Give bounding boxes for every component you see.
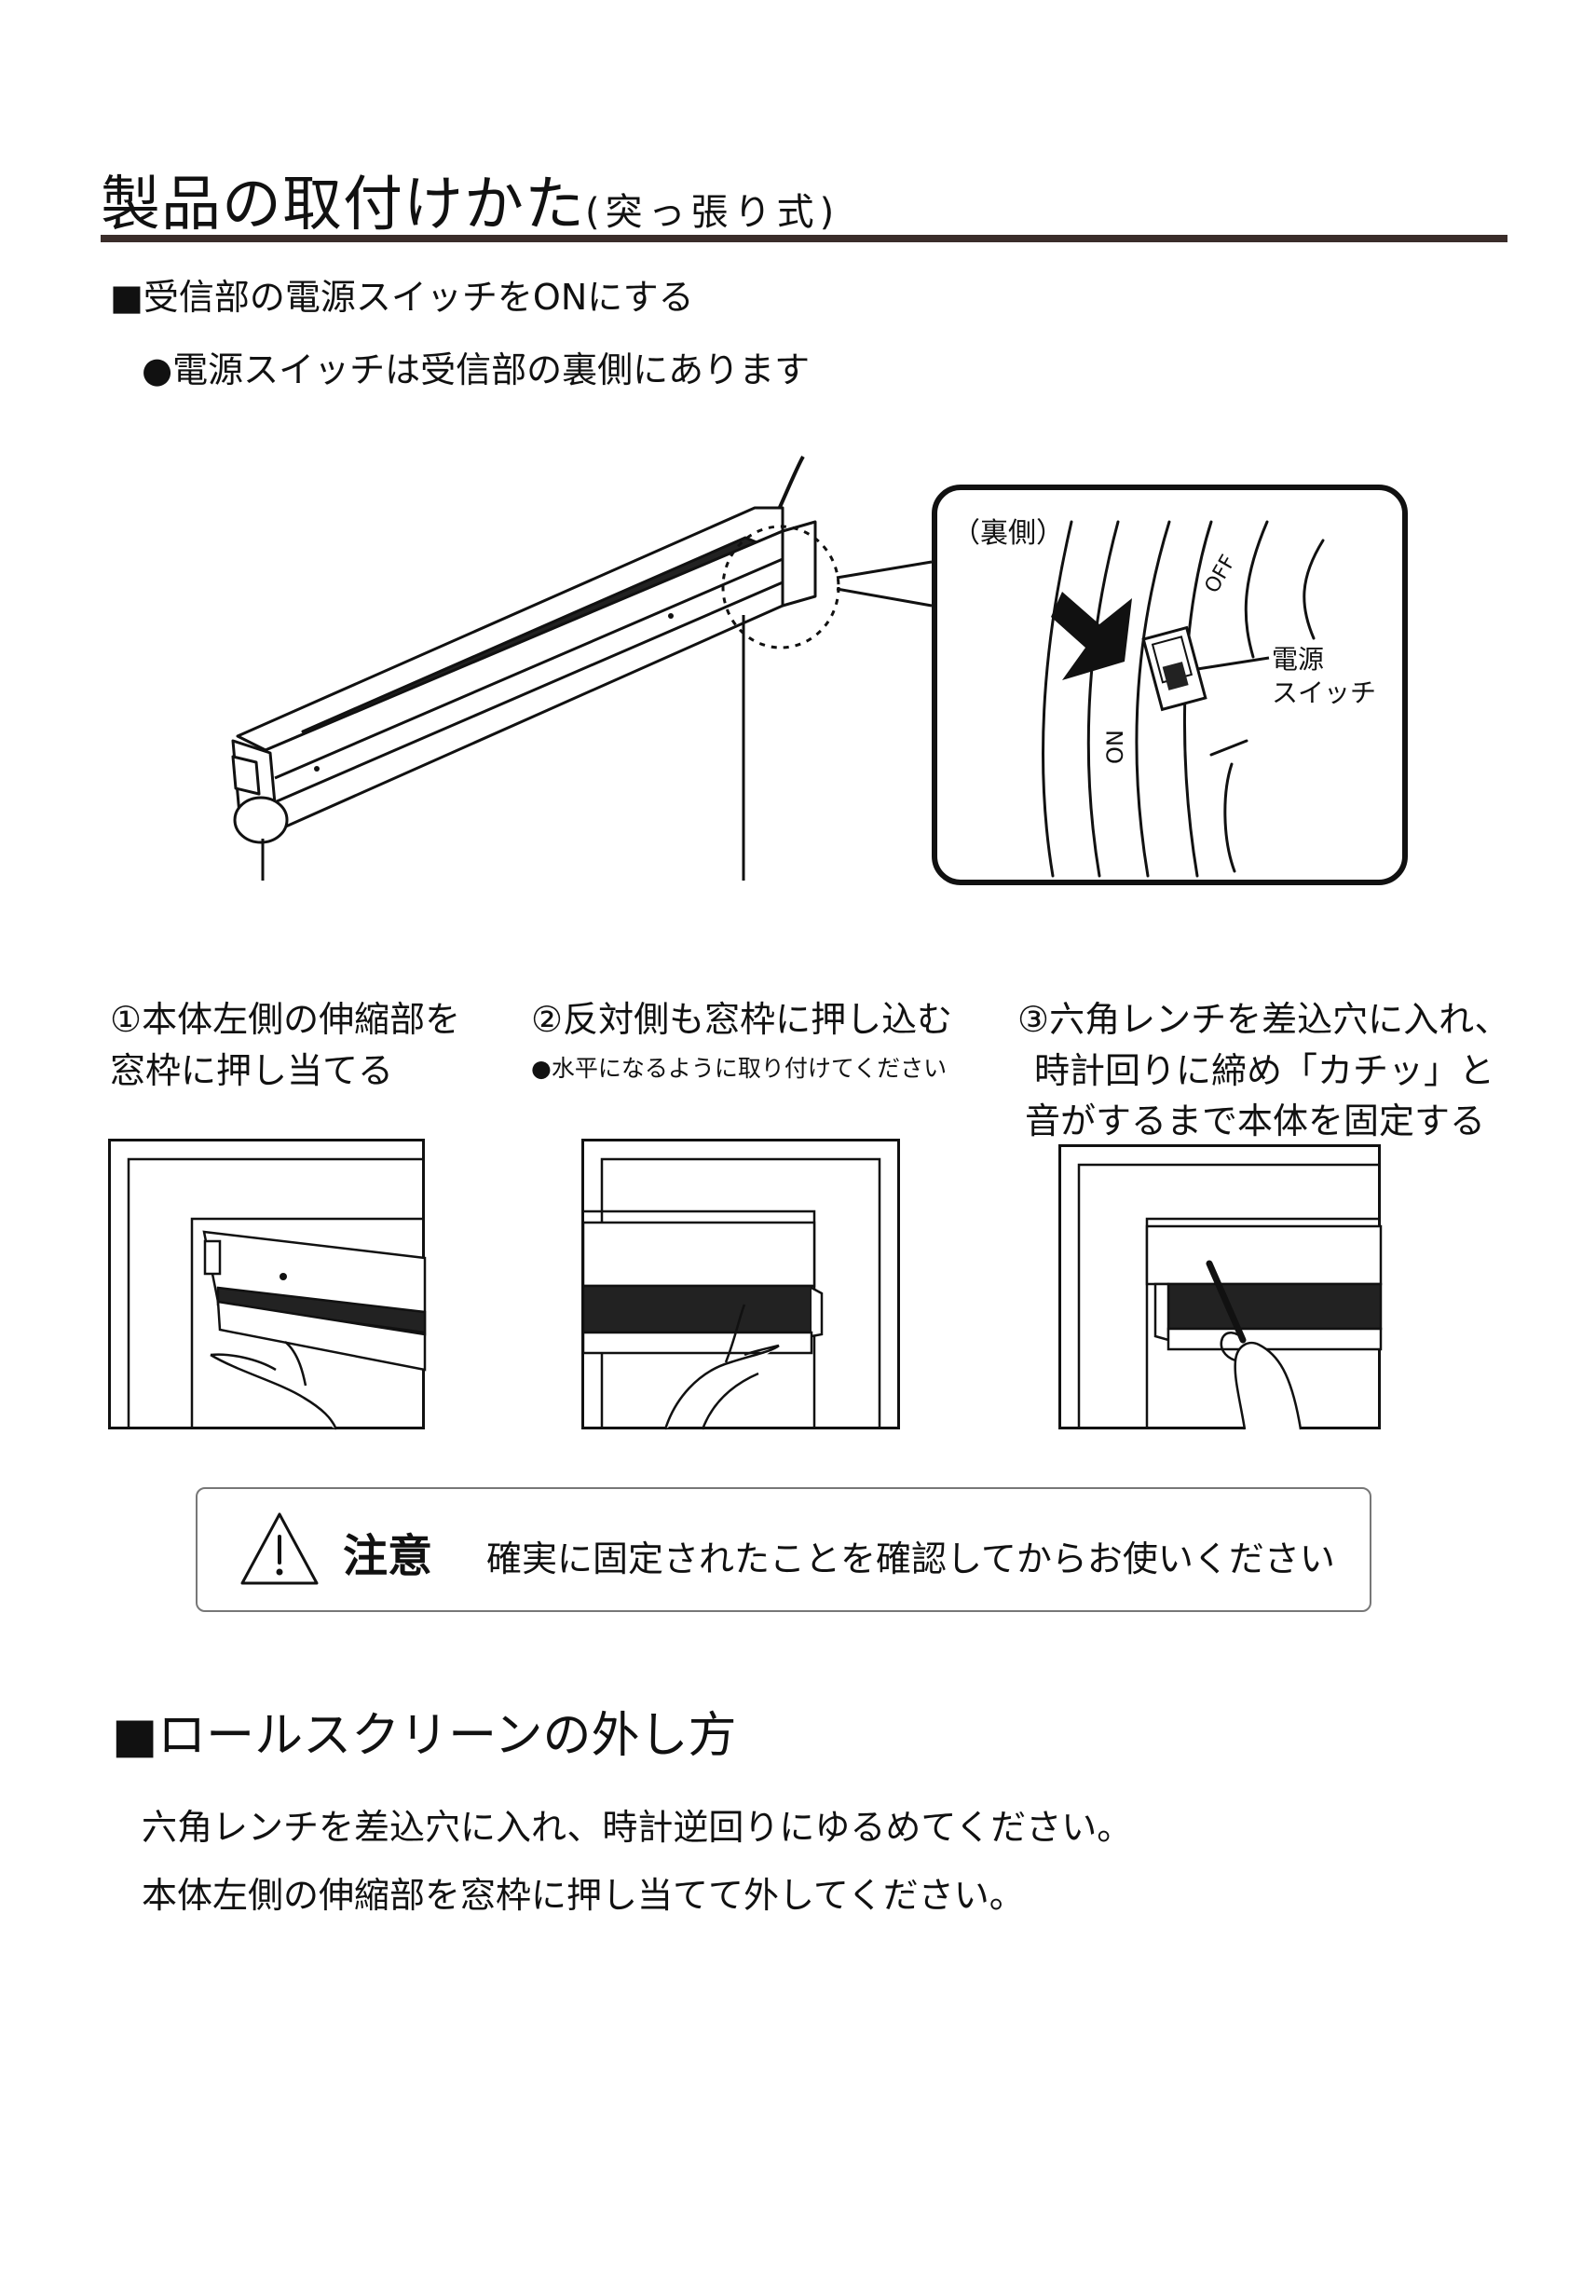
step3-line1: ③六角レンチを差込穴に入れ、 bbox=[1017, 999, 1510, 1040]
step2-illustration bbox=[581, 1139, 900, 1430]
caution-message: 確実に固定されたことを確認してからお使いください bbox=[486, 1538, 1335, 1579]
receiver-illustration bbox=[231, 455, 933, 881]
title-divider bbox=[101, 235, 1507, 242]
step2-note: ●水平になるように取り付けてください bbox=[531, 1055, 948, 1082]
detail-back-label: （裏側） bbox=[952, 517, 1064, 550]
step1-line1: ①本体左側の伸縮部を bbox=[110, 999, 461, 1040]
removal-line-1: 六角レンチを差込穴に入れ、時計逆回りにゆるめてください。 bbox=[142, 1807, 1133, 1848]
title-sub: (突っ張り式) bbox=[585, 191, 840, 234]
caution-heading: 注意 bbox=[343, 1530, 433, 1582]
power-switch-icon bbox=[1141, 625, 1207, 712]
section-heading-removal: ■ロールスクリーンの外し方 bbox=[112, 1708, 737, 1764]
caution-box bbox=[196, 1487, 1371, 1612]
step3-illustration bbox=[1058, 1144, 1383, 1430]
step3-line2: 時計回りに締め「カチッ」と bbox=[1034, 1050, 1495, 1091]
switch-detail-callout: （裏側） 電源 スイッチ OFF ON bbox=[932, 485, 1408, 885]
removal-line-2: 本体左側の伸縮部を窓枠に押し当てて外してください。 bbox=[142, 1875, 1025, 1916]
warning-triangle-icon bbox=[240, 1512, 319, 1585]
section-heading-power-switch: ■受信部の電源スイッチをONにする bbox=[110, 277, 694, 318]
bullet-switch-location: ●電源スイッチは受信部の裏側にあります bbox=[142, 349, 811, 390]
step2-line1: ②反対側も窓枠に押し込む bbox=[531, 999, 953, 1040]
step1-illustration bbox=[108, 1139, 427, 1430]
step1-line2: 窓枠に押し当てる bbox=[110, 1050, 394, 1091]
switch-label-line1: 電源 bbox=[1272, 644, 1324, 675]
page-title: 製品の取付けかた(突っ張り式) bbox=[101, 157, 839, 242]
switch-on-label: ON bbox=[1102, 730, 1128, 764]
title-main: 製品の取付けかた bbox=[101, 171, 585, 239]
step3-line3: 音がするまで本体を固定する bbox=[1025, 1100, 1486, 1141]
push-down-arrow-icon bbox=[1051, 592, 1132, 680]
switch-label-line2: スイッチ bbox=[1272, 677, 1376, 708]
